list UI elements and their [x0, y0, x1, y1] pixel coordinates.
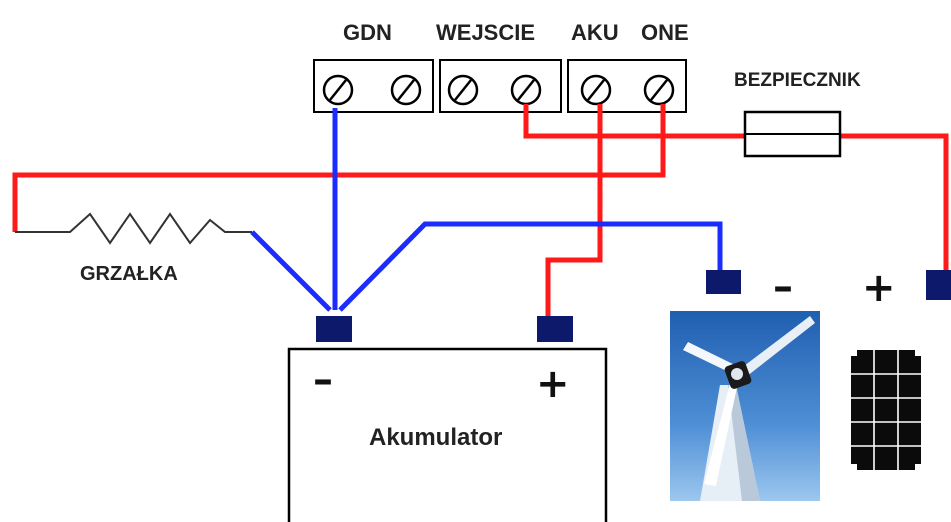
- terminal-block-gdn: [313, 59, 434, 113]
- label-heater: GRZAŁKA: [80, 263, 178, 285]
- battery-plus-sign: +: [536, 361, 570, 407]
- terminal-block: [313, 59, 687, 113]
- wire-wejscie-fuse: [523, 104, 745, 139]
- wind-turbine-icon: [670, 311, 820, 501]
- battery-body: [287, 347, 608, 522]
- screw-terminal-icon: [580, 74, 612, 106]
- wire-heater-battery-minus: [250, 230, 332, 312]
- label-fuse: BEZPIECZNIK: [734, 70, 861, 91]
- wires-positive: [12, 104, 949, 317]
- wire-turbine-battery-minus: [338, 221, 723, 312]
- label-aku: AKU: [571, 20, 619, 45]
- label-one: ONE: [641, 20, 689, 45]
- source-plus-sign: +: [862, 265, 896, 311]
- label-wejscie: WEJSCIE: [436, 20, 535, 45]
- wires-negative: [250, 108, 723, 312]
- source-minus-sign: –: [773, 264, 793, 310]
- source-terminal-plus: [926, 270, 951, 300]
- wire-aku-battery-plus: [545, 104, 603, 317]
- screw-terminal-icon: [390, 74, 422, 106]
- battery-label: Akumulator: [369, 424, 502, 451]
- battery-terminal-plus: [537, 316, 573, 342]
- source-terminal-minus: [706, 270, 741, 294]
- screw-terminal-icon: [643, 74, 675, 106]
- battery-terminal-minus: [316, 316, 352, 342]
- screw-terminal-icon: [322, 74, 354, 106]
- resistor-icon: [15, 212, 252, 245]
- terminal-block-aku-one: [567, 59, 687, 113]
- solar-panel-icon: [851, 350, 921, 470]
- wire-one-heater: [12, 104, 666, 232]
- battery-minus-sign: –: [313, 357, 333, 403]
- wire-fuse-solar: [840, 133, 949, 273]
- screw-terminal-icon: [447, 74, 479, 106]
- label-gdn: GDN: [343, 20, 392, 45]
